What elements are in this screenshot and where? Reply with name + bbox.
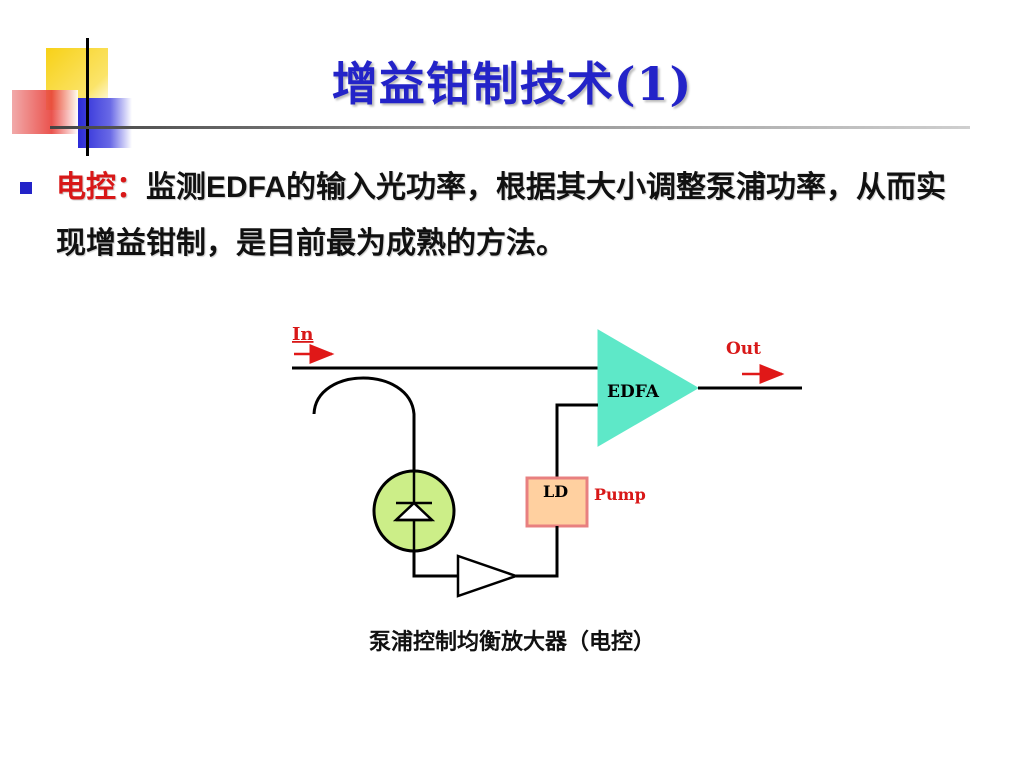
in-label: In (292, 324, 314, 345)
out-label: Out (726, 339, 761, 359)
pump-label: Pump (594, 485, 646, 504)
title-underline (50, 126, 970, 129)
diagram-caption: 泵浦控制均衡放大器（电控） (368, 630, 655, 655)
edfa-amplifier-triangle (597, 329, 699, 447)
detector-to-amp-line (412, 551, 458, 578)
pump-line (555, 403, 598, 478)
photodiode-icon (392, 472, 436, 550)
decor-vertical-line (86, 38, 89, 156)
bullet-lead: 电控： (56, 170, 146, 205)
bullet-text-before: 监测 (146, 170, 206, 205)
amp-to-ld-line (516, 526, 559, 578)
slide-title: 增益钳制技术(1) (331, 57, 693, 111)
ld-label: LD (543, 482, 568, 501)
bullet-text: 电控：监测EDFA的输入光功率，根据其大小调整泵浦功率，从而实现增益钳制，是目前… (56, 160, 961, 272)
bullet-text-bold: EDFA (206, 171, 287, 204)
tap-coupler-arc (312, 376, 416, 480)
bullet-square-icon (20, 182, 32, 194)
electronic-amplifier-triangle (456, 554, 520, 598)
edfa-label: EDFA (607, 382, 660, 402)
bullet-text-after: 的输入光功率，根据其大小调整泵浦功率，从而实现增益钳制，是目前最为成熟的方法。 (56, 170, 947, 261)
